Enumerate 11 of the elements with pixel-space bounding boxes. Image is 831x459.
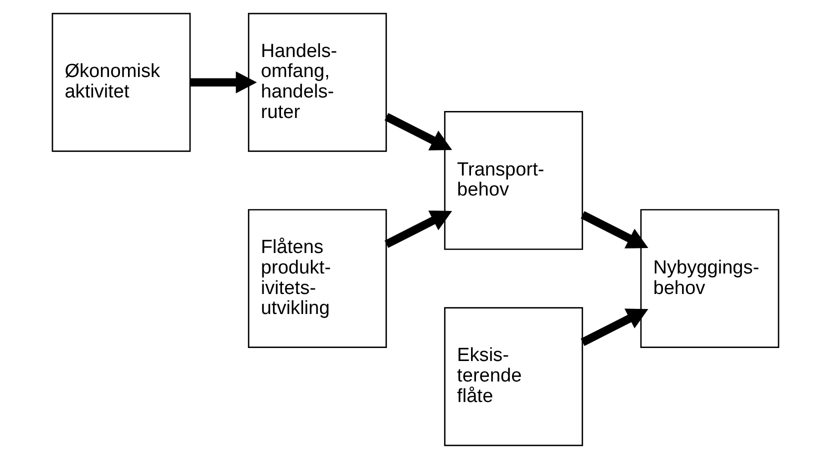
node-box: Transport- behov (444, 110, 584, 250)
node-box: Handels- omfang, handels- ruter (248, 12, 387, 152)
arrow (190, 71, 257, 94)
arrow (580, 211, 648, 248)
node-box: Økonomisk aktivitet (52, 12, 191, 152)
node-box: Flåtens produkt- ivitets- utvikling (248, 209, 387, 348)
node-box: Nybyggings- behov (640, 209, 780, 348)
arrow (384, 210, 452, 248)
arrow (384, 113, 452, 150)
arrow (580, 308, 648, 346)
node-box: Eksis- terende flåte (444, 307, 584, 446)
